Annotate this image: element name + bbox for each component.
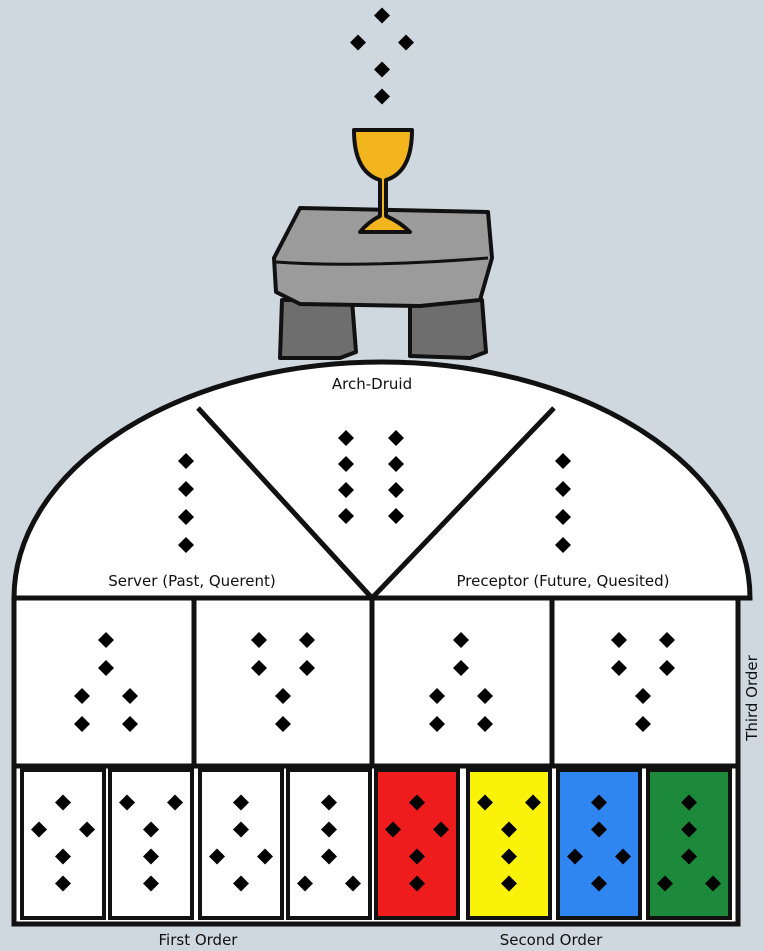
bottom-order-cards <box>22 770 730 918</box>
altar-leg-left <box>280 300 356 358</box>
figure-dot <box>350 35 366 51</box>
second-order-card <box>648 770 730 918</box>
first-order-card <box>200 770 282 918</box>
sky-figure <box>350 8 414 105</box>
third-order-frame <box>14 598 738 766</box>
first-order-card <box>22 770 104 918</box>
second-order-card <box>558 770 640 918</box>
second-order-card <box>468 770 550 918</box>
first-order-card <box>110 770 192 918</box>
first-order-card <box>288 770 370 918</box>
figure-dot <box>398 35 414 51</box>
sky-figure-rows <box>350 8 414 105</box>
second-order-label: Second Order <box>500 931 603 949</box>
figure-dot <box>374 8 390 24</box>
figure-dot <box>374 89 390 105</box>
arch-dome <box>14 362 750 598</box>
first-order-label: First Order <box>159 931 239 949</box>
altar-leg-right <box>410 300 486 358</box>
third-order-row <box>14 598 738 766</box>
figure-dot <box>374 62 390 78</box>
second-order-card <box>376 770 458 918</box>
dome-outline <box>14 362 750 598</box>
preceptor-label: Preceptor (Future, Quesited) <box>456 572 669 590</box>
arch-druid-label: Arch-Druid <box>332 375 412 393</box>
server-label: Server (Past, Querent) <box>108 572 275 590</box>
third-order-label: Third Order <box>743 654 761 741</box>
